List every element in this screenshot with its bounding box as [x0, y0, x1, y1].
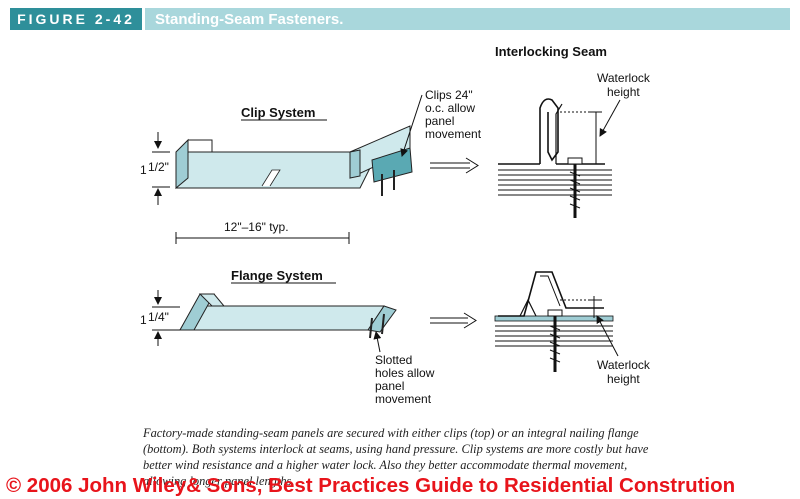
svg-text:movement: movement	[375, 392, 432, 406]
flange-height-main: 1	[140, 313, 147, 327]
svg-text:height: height	[607, 372, 640, 386]
figure-header: FIGURE 2-42 Standing-Seam Fasteners.	[10, 8, 790, 30]
figure-title: Standing-Seam Fasteners.	[142, 8, 790, 30]
clip-panel	[175, 125, 413, 196]
clip-system-title: Clip System	[241, 105, 315, 120]
svg-text:Waterlock: Waterlock	[597, 358, 651, 372]
svg-text:o.c. allow: o.c. allow	[425, 101, 475, 115]
interlocking-seam-title: Interlocking Seam	[495, 44, 607, 59]
seam-detail-bottom	[494, 271, 614, 372]
clips-note: Clips 24" o.c. allow panel movement	[400, 88, 482, 157]
clip-height-main: 1	[140, 163, 147, 177]
svg-text:Clips 24": Clips 24"	[425, 88, 473, 102]
svg-text:Waterlock: Waterlock	[597, 71, 651, 85]
svg-text:Slotted: Slotted	[375, 353, 412, 367]
svg-text:holes allow: holes allow	[375, 366, 435, 380]
flange-panel	[179, 293, 397, 339]
svg-text:panel: panel	[425, 114, 454, 128]
flange-height-frac: 1/4"	[148, 310, 169, 324]
copyright-watermark: © 2006 John Wiley& Sons, Best Practices …	[6, 474, 736, 497]
arrow-to-seam-top	[430, 157, 479, 174]
svg-text:movement: movement	[425, 127, 482, 141]
standing-seam-diagram: Clip System 1 1/2" 12"–16" typ. Clips	[140, 44, 651, 406]
width-dimension: 12"–16" typ.	[175, 220, 350, 244]
clip-height-frac: 1/2"	[148, 160, 169, 174]
flange-system-title: Flange System	[231, 268, 323, 283]
width-dimension-label: 12"–16" typ.	[224, 220, 289, 234]
slotted-holes-note: Slotted holes allow panel movement	[373, 331, 435, 406]
flange-height-dimension: 1 1/4"	[140, 290, 180, 346]
svg-text:panel: panel	[375, 379, 404, 393]
clip-height-dimension: 1 1/2"	[140, 132, 170, 205]
waterlock-label-bottom: Waterlock height	[596, 315, 651, 386]
svg-text:height: height	[607, 85, 640, 99]
waterlock-label-top: Waterlock height	[597, 71, 651, 137]
figure-caption: Factory-made standing-seam panels are se…	[143, 426, 649, 488]
arrow-to-seam-bottom	[430, 312, 477, 329]
figure-label: FIGURE 2-42	[10, 8, 142, 30]
seam-detail-top	[498, 98, 612, 218]
